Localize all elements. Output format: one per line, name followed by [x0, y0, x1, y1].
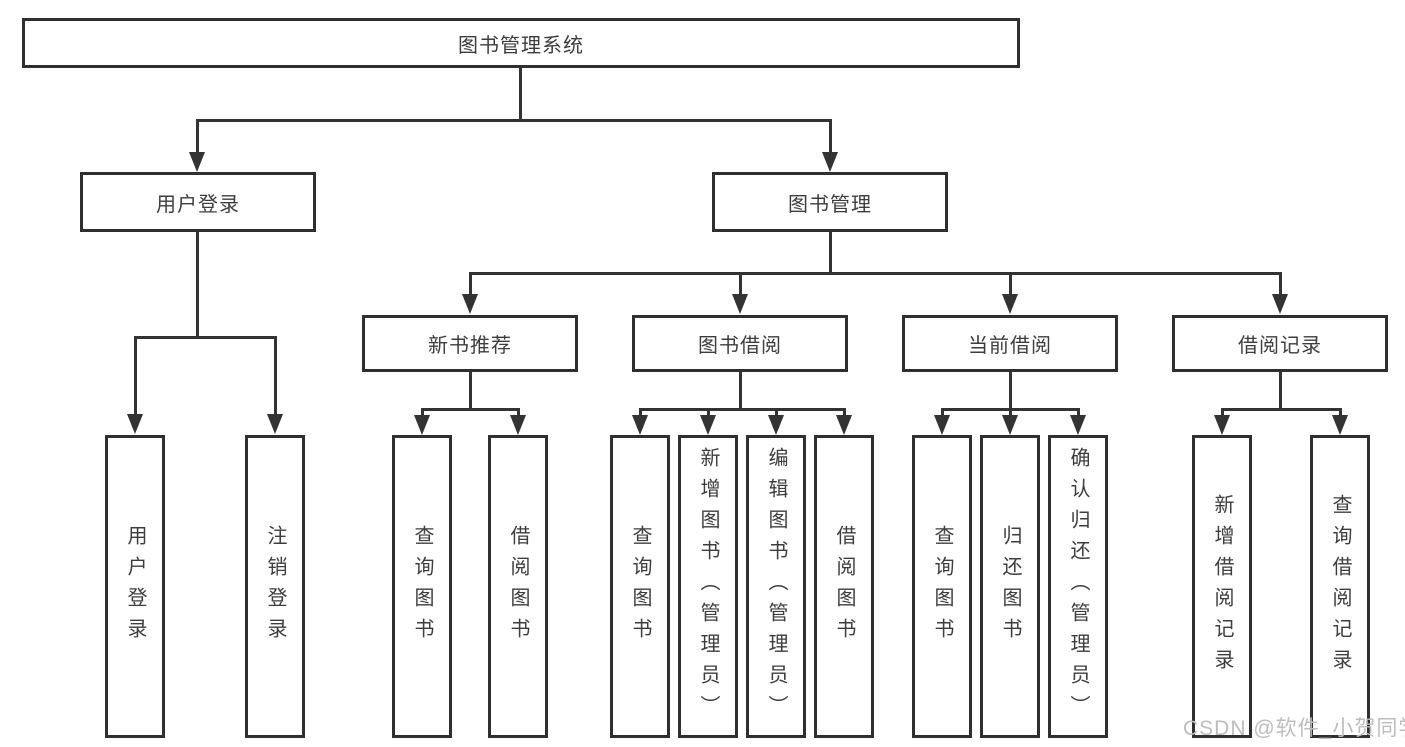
connector-line — [1009, 272, 1012, 298]
connector-line — [469, 372, 472, 411]
leaf-logout: 注销登录 — [245, 435, 305, 738]
connector-line — [134, 336, 277, 339]
connector-line — [1221, 408, 1224, 420]
connector-line — [829, 232, 832, 275]
arrowhead-down-icon — [700, 415, 716, 435]
connector-line — [1009, 408, 1012, 420]
connector-line — [1279, 372, 1282, 411]
connector-line — [519, 68, 522, 122]
leaf-edit-books-admin: 编辑图书（管理员） — [746, 435, 806, 738]
connector-line — [639, 408, 642, 420]
leaf-add-books-admin: 新增图书（管理员） — [678, 435, 738, 738]
connector-line — [941, 408, 944, 420]
leaf-confirm-return-admin: 确认归还（管理员） — [1048, 435, 1108, 738]
arrowhead-down-icon — [127, 414, 143, 434]
connector-line — [739, 272, 742, 298]
arrowhead-down-icon — [462, 294, 478, 314]
leaf-borrow-books-recommend: 借阅图书 — [488, 435, 548, 738]
arrowhead-down-icon — [1214, 415, 1230, 435]
arrowhead-down-icon — [510, 415, 526, 435]
arrowhead-down-icon — [836, 415, 852, 435]
leaf-user-login: 用户登录 — [105, 435, 165, 738]
connector-line — [421, 408, 520, 411]
leaf-add-borrow-record: 新增借阅记录 — [1192, 435, 1252, 738]
leaf-query-borrow-record: 查询借阅记录 — [1310, 435, 1370, 738]
arrowhead-down-icon — [267, 414, 283, 434]
arrowhead-down-icon — [632, 415, 648, 435]
connector-line — [1077, 408, 1080, 420]
arrowhead-down-icon — [934, 415, 950, 435]
node-current-borrowing: 当前借阅 — [902, 315, 1118, 372]
connector-line — [775, 408, 778, 420]
node-book-borrowing: 图书借阅 — [632, 315, 848, 372]
arrowhead-down-icon — [1332, 415, 1348, 435]
connector-line — [517, 408, 520, 420]
connector-line — [1279, 272, 1282, 298]
connector-line — [1339, 408, 1342, 420]
node-borrowing-records: 借阅记录 — [1172, 315, 1388, 372]
connector-line — [1009, 372, 1012, 411]
connector-line — [739, 372, 742, 411]
leaf-query-books-current: 查询图书 — [912, 435, 972, 738]
leaf-borrow-books: 借阅图书 — [814, 435, 874, 738]
connector-line — [274, 336, 277, 418]
connector-line — [421, 408, 424, 420]
arrowhead-down-icon — [768, 415, 784, 435]
connector-line — [196, 119, 832, 122]
connector-line — [707, 408, 710, 420]
arrowhead-down-icon — [414, 415, 430, 435]
node-root: 图书管理系统 — [22, 18, 1020, 68]
connector-line — [843, 408, 846, 420]
arrowhead-down-icon — [1002, 415, 1018, 435]
connector-line — [469, 272, 1282, 275]
arrowhead-down-icon — [732, 294, 748, 314]
node-book-management: 图书管理 — [712, 172, 948, 232]
connector-line — [639, 408, 846, 411]
arrowhead-down-icon — [1272, 294, 1288, 314]
node-new-book-recommendation: 新书推荐 — [362, 315, 578, 372]
arrowhead-down-icon — [189, 152, 205, 172]
connector-line — [469, 272, 472, 298]
connector-line — [196, 232, 199, 339]
connector-line — [134, 336, 137, 418]
leaf-return-books: 归还图书 — [980, 435, 1040, 738]
arrowhead-down-icon — [822, 152, 838, 172]
leaf-query-books-borrowing: 查询图书 — [610, 435, 670, 738]
connector-line — [196, 119, 199, 156]
csdn-watermark: CSDN @软件_小贺同学 — [1183, 717, 1405, 740]
node-user-login: 用户登录 — [80, 172, 316, 232]
leaf-query-books-recommend: 查询图书 — [392, 435, 452, 738]
connector-line — [829, 119, 832, 156]
connector-line — [1221, 408, 1342, 411]
arrowhead-down-icon — [1070, 415, 1086, 435]
arrowhead-down-icon — [1002, 294, 1018, 314]
